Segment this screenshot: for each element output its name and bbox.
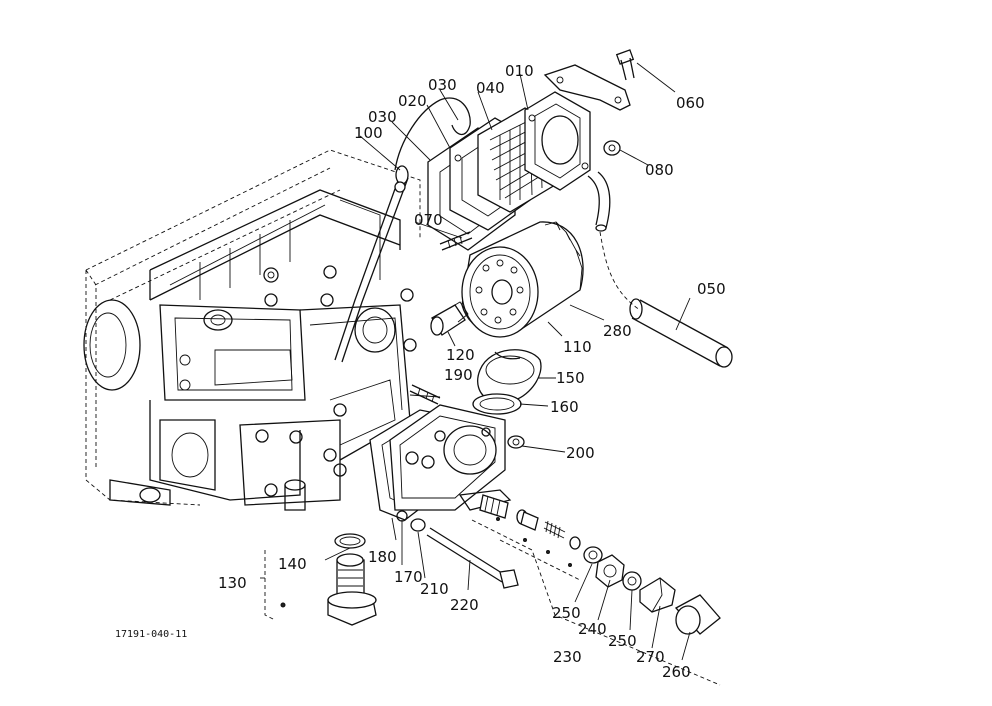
callout-050: 050: [697, 280, 726, 298]
dipstick-tube: [334, 97, 471, 363]
callout-080: 080: [645, 161, 674, 179]
callout-140: 140: [278, 555, 307, 573]
callout-150: 150: [556, 369, 585, 387]
breather-assembly: [427, 49, 635, 251]
stud-190: [409, 384, 441, 405]
callout-040: 040: [476, 79, 505, 97]
oil-filter-cartridge: [461, 221, 584, 338]
callout-020: 020: [398, 92, 427, 110]
callout-120: 120: [446, 346, 475, 364]
callout-270: 270: [636, 648, 665, 666]
callout-170: 170: [394, 568, 423, 586]
relief-valve-parts: [471, 494, 721, 686]
callout-070: 070: [414, 211, 443, 229]
engine-housing: [83, 149, 421, 511]
callout-240: 240: [578, 620, 607, 638]
callout-180: 180: [368, 548, 397, 566]
callout-250-left: 250: [552, 604, 581, 622]
callout-230: 230: [553, 648, 582, 666]
callout-160: 160: [550, 398, 579, 416]
callout-280: 280: [603, 322, 632, 340]
adapter-120: [430, 301, 469, 336]
callout-100: 100: [354, 124, 383, 142]
callout-060: 060: [676, 94, 705, 112]
breather-hose: [599, 231, 733, 368]
callout-200: 200: [566, 444, 595, 462]
o-ring-160: [472, 393, 522, 415]
plug-200: [507, 435, 525, 449]
callout-220: 220: [450, 596, 479, 614]
bolt-220: [410, 518, 519, 589]
callout-250-right: 250: [608, 632, 637, 650]
filter-bracket: [369, 404, 512, 522]
callout-190: 190: [444, 366, 473, 384]
callout-labels: 010 020 030 030 040 050 060 070 080 100 …: [115, 62, 726, 681]
callout-010: 010: [505, 62, 534, 80]
document-number: 17191-040-11: [115, 629, 187, 640]
leader-lines: [260, 62, 691, 661]
stud-070: [439, 231, 473, 251]
filter-elbow-150: [477, 349, 542, 401]
callout-110: 110: [563, 338, 592, 356]
callout-210: 210: [420, 580, 449, 598]
callout-030-side: 030: [368, 108, 397, 126]
callout-030-top: 030: [428, 76, 457, 94]
callout-260: 260: [662, 663, 691, 681]
filter-holes: [475, 259, 524, 324]
banjo-bolt-130: [264, 533, 377, 626]
breather-element-mesh: [489, 114, 551, 205]
housing-bolts: [255, 265, 417, 497]
callout-130: 130: [218, 574, 247, 592]
